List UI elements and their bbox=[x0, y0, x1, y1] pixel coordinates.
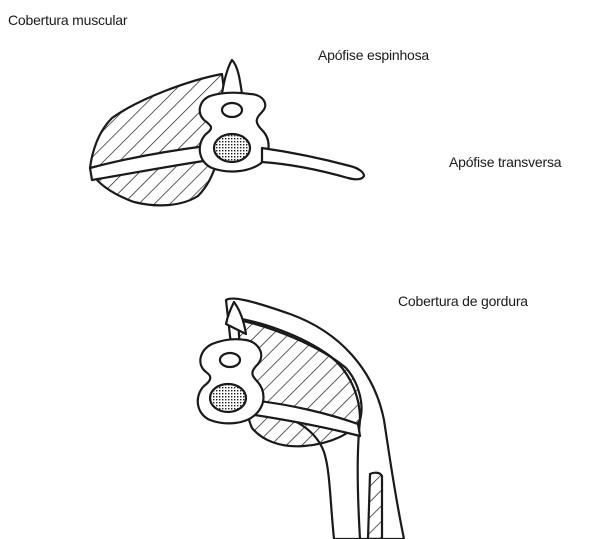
bottom-spinal-canal bbox=[220, 353, 240, 367]
top-vertebra-figure bbox=[90, 60, 364, 205]
bottom-spinal-cord bbox=[210, 384, 246, 412]
top-spinal-cord bbox=[214, 134, 250, 162]
top-transverse-process bbox=[262, 148, 364, 179]
bottom-vertebra-figure bbox=[198, 299, 404, 539]
top-spinous-process bbox=[222, 60, 242, 94]
top-spinal-canal bbox=[222, 103, 242, 117]
bottom-rib-segment bbox=[368, 473, 382, 539]
